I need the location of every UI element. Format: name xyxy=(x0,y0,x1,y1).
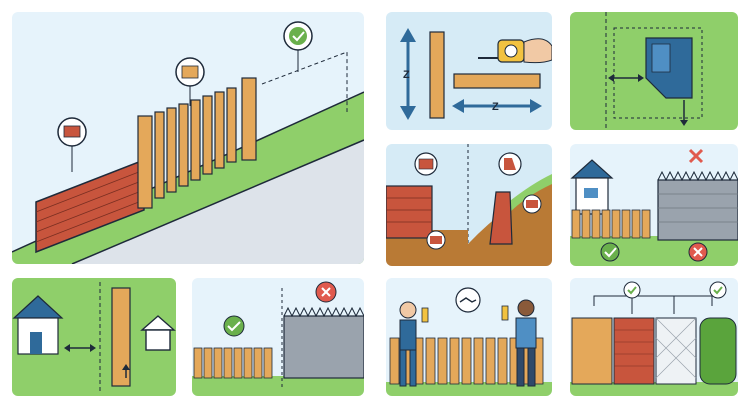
panel-wall-types xyxy=(386,144,552,266)
wood-panel xyxy=(571,317,613,385)
picket-fence xyxy=(389,337,544,385)
materials-illustration xyxy=(570,281,738,396)
picket-fence xyxy=(193,347,273,379)
retaining-wall-icon xyxy=(498,152,522,176)
house-icon xyxy=(140,315,176,351)
panel-height-comparison xyxy=(570,144,738,266)
tall-stone-wall xyxy=(657,179,738,241)
paintbrush-icon xyxy=(421,307,429,323)
neighbors-illustration xyxy=(386,287,552,396)
setback-illustration xyxy=(12,282,176,392)
panel-setback xyxy=(12,278,176,396)
cross-icon xyxy=(315,281,337,303)
fence-icon xyxy=(175,57,205,106)
cross-icon xyxy=(688,242,708,262)
height-dimension-label: Z xyxy=(403,69,410,81)
person-left xyxy=(399,301,417,387)
plan-illustration xyxy=(605,12,703,130)
chainlink-panel xyxy=(655,317,697,385)
checkmark-icon xyxy=(709,281,727,299)
house-icon xyxy=(12,295,64,355)
panel-measuring: Z Z xyxy=(386,12,552,130)
brick-panel xyxy=(613,317,655,385)
panel-neighbors xyxy=(386,278,552,396)
panel-material-options xyxy=(570,278,738,396)
checkmark-icon xyxy=(223,315,245,337)
panel-property-plan xyxy=(570,12,738,130)
panel-hillside-fence-scene xyxy=(12,12,364,264)
ruler-vertical xyxy=(111,287,131,387)
panel-fence-vs-wall xyxy=(192,278,364,396)
picket-fence xyxy=(137,77,257,209)
checkmark-icon xyxy=(426,230,446,250)
height-comparison-illustration xyxy=(570,148,738,266)
brick-icon xyxy=(57,117,87,172)
tape-measure-icon xyxy=(478,38,552,64)
checkmark-icon xyxy=(600,242,620,262)
checkmark-icon xyxy=(283,21,313,72)
checkmark-icon xyxy=(623,281,641,299)
ruler-horizontal xyxy=(453,73,541,89)
hedge-panel xyxy=(699,317,737,385)
retaining-wall xyxy=(489,191,513,245)
measuring-illustration: Z Z xyxy=(400,28,552,120)
cross-icon xyxy=(688,148,704,164)
handshake-icon xyxy=(455,287,481,313)
brick-icon xyxy=(414,152,438,176)
ruler-vertical xyxy=(429,31,445,119)
paintbrush-icon xyxy=(501,305,509,321)
house-icon xyxy=(570,159,614,215)
brick-wall xyxy=(35,158,145,254)
brick-wall-small xyxy=(386,185,433,239)
person-right xyxy=(515,299,537,387)
width-dimension-label: Z xyxy=(492,101,499,113)
spiked-wall xyxy=(283,315,364,379)
hillside-illustration xyxy=(12,21,364,264)
wall-types-illustration xyxy=(386,144,552,266)
brick-icon xyxy=(522,194,542,214)
fence-vs-wall-illustration xyxy=(192,281,364,396)
picket-fence xyxy=(571,209,651,239)
